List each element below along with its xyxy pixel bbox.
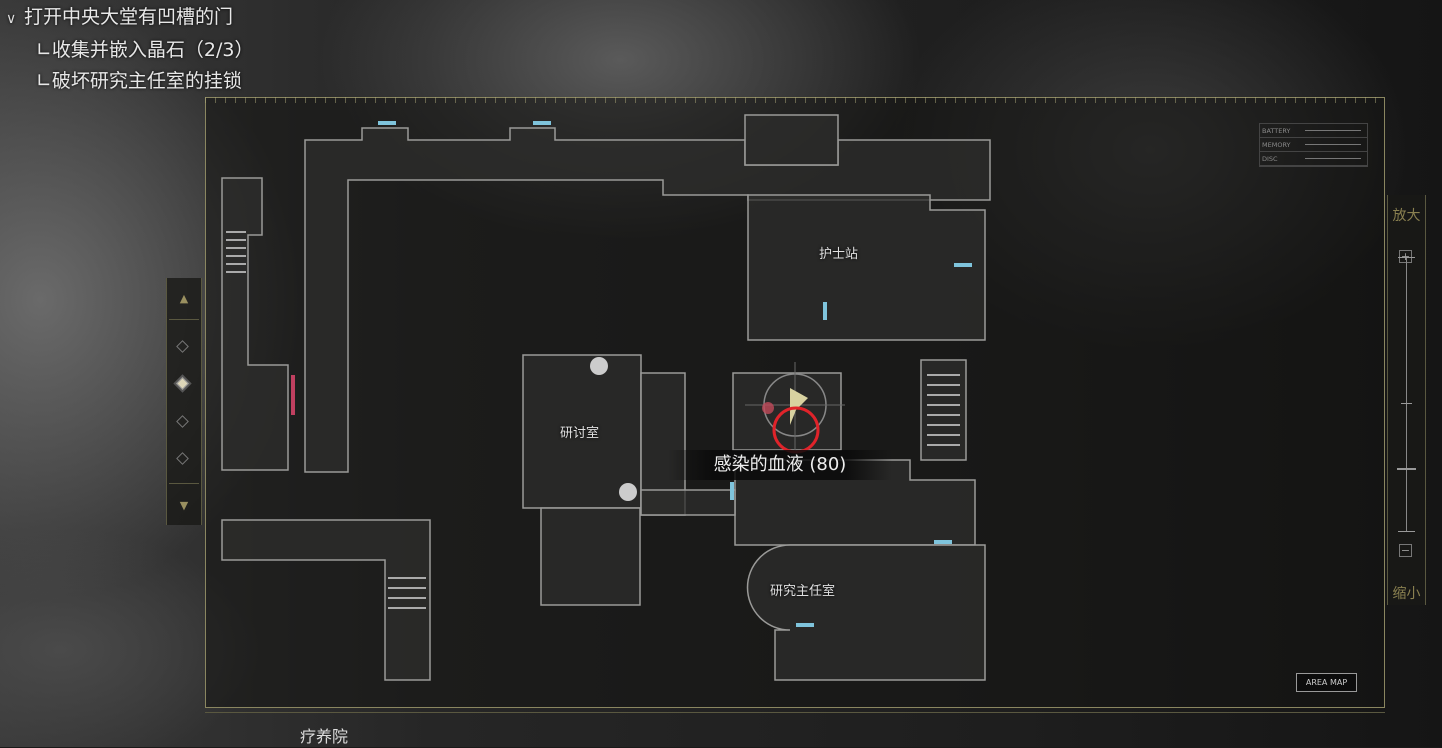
room-lower <box>540 507 641 606</box>
player-marker <box>745 362 845 454</box>
save-icon <box>619 483 637 501</box>
zoom-slider-knob[interactable] <box>1397 467 1416 470</box>
player-arrow-icon <box>790 388 808 425</box>
chevron-down-icon: ∨ <box>6 11 17 27</box>
locked-door <box>291 375 295 415</box>
floor-selector: ▲ ▼ <box>166 278 202 525</box>
room-label: 研讨室 <box>560 426 600 441</box>
bottom-bar <box>205 712 1385 748</box>
corridor-lower <box>734 459 976 546</box>
zoom-in-button[interactable]: + <box>1399 250 1412 263</box>
objective-main[interactable]: ∨ 打开中央大堂有凹槽的门 <box>6 2 254 35</box>
room-label: 护士站 <box>819 247 859 262</box>
room-director <box>746 544 986 681</box>
room-label: 研究主任室 <box>770 584 836 599</box>
zoom-in-label[interactable]: 放大 <box>1392 208 1421 224</box>
room-top <box>744 114 839 166</box>
status-panel: BATTERY MEMORY DISC <box>1259 123 1368 167</box>
zoom-out-label[interactable]: 缩小 <box>1392 586 1421 602</box>
map-ruler <box>205 97 1385 103</box>
objective-sub: ∟收集并嵌入晶石（2/3） <box>36 39 254 61</box>
doors <box>378 121 972 627</box>
floor-down-button[interactable]: ▼ <box>179 498 189 512</box>
objective-main-text: 打开中央大堂有凹槽的门 <box>24 6 234 28</box>
corridor-bottom-left <box>221 519 431 681</box>
status-label: DISC <box>1262 154 1278 163</box>
save-icon <box>590 357 608 375</box>
stairs-right <box>920 359 967 461</box>
objective-sub: ∟破坏研究主任室的挂锁 <box>36 70 242 92</box>
floor-up-button[interactable]: ▲ <box>179 291 189 305</box>
floor-button[interactable] <box>176 452 189 465</box>
room-nurse-station <box>747 194 986 341</box>
status-label: MEMORY <box>1262 140 1291 149</box>
item-tooltip: 感染的血液 (80) <box>668 450 892 480</box>
floor-button[interactable] <box>176 415 189 428</box>
zoom-panel: 放大 + − 缩小 <box>1387 195 1426 605</box>
area-name: 疗养院 <box>300 727 349 746</box>
zoom-out-button[interactable]: − <box>1399 544 1412 557</box>
status-label: BATTERY <box>1262 126 1291 135</box>
zoom-slider[interactable] <box>1406 257 1407 531</box>
objective-list: ∨ 打开中央大堂有凹槽的门 ∟收集并嵌入晶石（2/3） ∟破坏研究主任室的挂锁 <box>6 2 254 97</box>
blood-item-icon <box>762 402 774 414</box>
floor-button-active[interactable] <box>176 377 189 390</box>
area-map-badge: AREA MAP <box>1296 673 1357 692</box>
corridor-left <box>221 177 289 471</box>
corridor-bridge <box>640 489 736 516</box>
floor-button[interactable] <box>176 340 189 353</box>
